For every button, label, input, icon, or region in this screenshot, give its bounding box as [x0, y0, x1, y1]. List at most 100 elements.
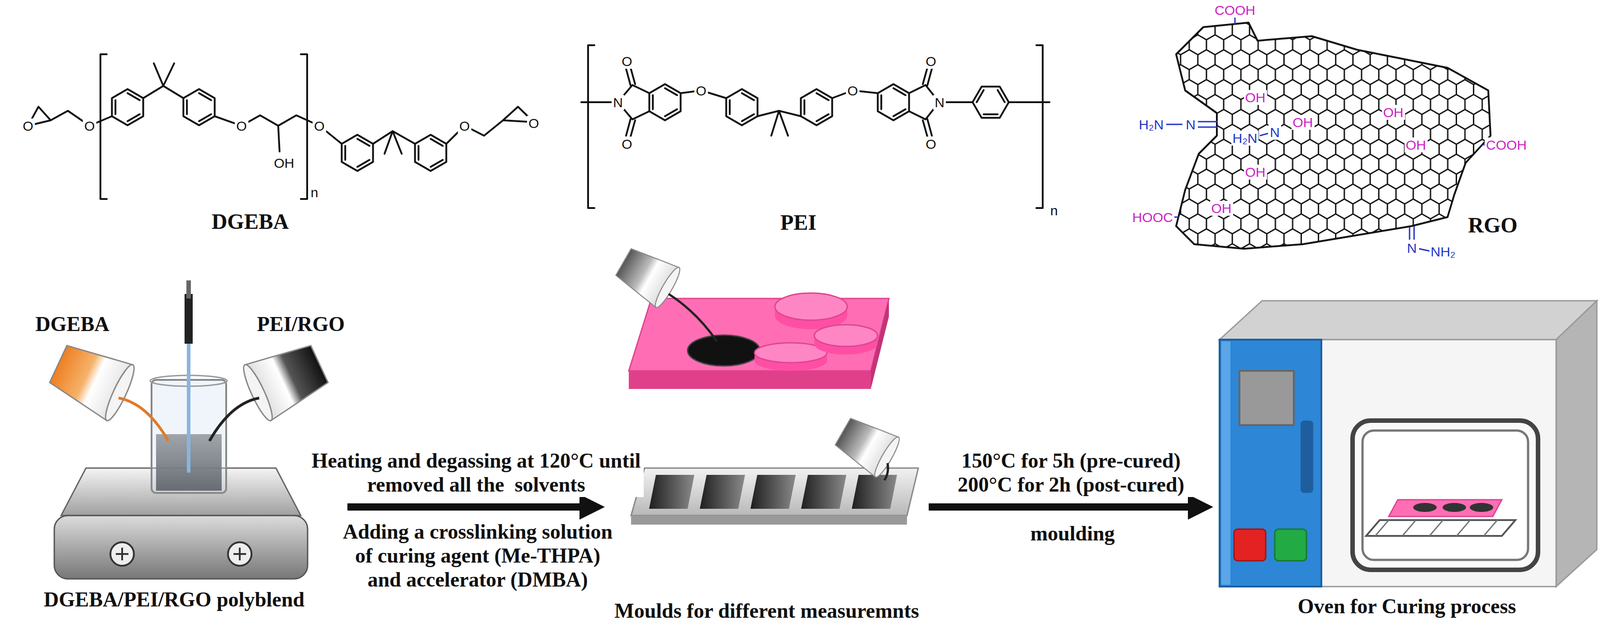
pei-structure: [581, 45, 1050, 209]
hot-plate: [54, 515, 308, 580]
atom-label: N: [1405, 240, 1419, 256]
stirrer: [186, 280, 191, 299]
dgeba-structure: [143, 63, 184, 99]
curing-oven: [1442, 503, 1467, 513]
structure-name: PEI: [780, 210, 817, 235]
curing-oven: [1556, 300, 1597, 587]
arrow-label: Heating and degassing at 120°C until rem…: [308, 449, 644, 498]
pei-structure: [726, 89, 758, 126]
rgo-sheet: [1176, 22, 1491, 249]
pei-structure: [588, 45, 595, 209]
dgeba-cup: [45, 336, 139, 424]
atom-label: H₂N: [1231, 130, 1259, 146]
arrow-head: [579, 494, 605, 520]
dgeba-cup: [100, 362, 139, 424]
atom-label: O: [82, 118, 96, 134]
stirrer: [184, 280, 193, 473]
atom-label: COOH: [1213, 2, 1257, 18]
dgeba-structure: [446, 120, 504, 144]
pei-structure: [922, 67, 932, 137]
atom-label: OH: [1381, 104, 1406, 120]
process-note: Adding a crosslinking solution of curing…: [341, 520, 614, 593]
curing-oven: [1239, 370, 1294, 426]
curing-oven: [1219, 339, 1322, 587]
dgeba-structure: [373, 131, 416, 154]
atom-label: n: [309, 185, 320, 200]
atom-label: H₂N: [1137, 117, 1166, 133]
stage-caption: DGEBA/PEI/RGO polyblend: [43, 588, 305, 613]
bar-mould: [801, 474, 847, 509]
atom-label: OH: [1291, 114, 1315, 130]
atom-label: O: [620, 136, 634, 152]
part-label: DGEBA: [35, 312, 110, 337]
atom-label: O: [694, 83, 708, 99]
pei-structure: [972, 86, 1009, 118]
dgeba-structure: [414, 134, 447, 171]
atom-label: O: [457, 118, 471, 134]
process-stage: Moulds for different measuremnts: [608, 280, 926, 634]
arrow-label: 150°C for 5h (pre-cured) 200°C for 2h (p…: [935, 449, 1207, 498]
atom-label: O: [845, 83, 860, 99]
pei-structure: [877, 84, 909, 121]
pei-structure: [1036, 45, 1043, 209]
atom-label: N: [933, 94, 946, 110]
pour-stream: [209, 398, 260, 442]
atom-label: OH: [1404, 137, 1428, 153]
dgeba-structure: [300, 54, 308, 200]
dgeba-structure: [183, 89, 215, 126]
atom-label: O: [21, 118, 35, 134]
curing-oven: [1388, 499, 1502, 517]
pei-structure: [649, 84, 681, 121]
dgeba-structure: [28, 54, 534, 200]
pei-structure: [757, 110, 802, 136]
atom-label: O: [924, 53, 938, 69]
rgo-sheet: [1166, 17, 1491, 252]
curing-oven: [1219, 300, 1597, 340]
disc-mould: [687, 335, 760, 366]
stage-caption: Moulds for different measuremnts: [614, 599, 919, 624]
atom-label: O: [620, 53, 634, 69]
mould-cup: [651, 265, 684, 310]
disc-mould: [628, 370, 871, 390]
mould-cup: [612, 242, 679, 308]
dgeba-structure: [100, 54, 107, 200]
atom-label: n: [1049, 203, 1060, 219]
curing-oven: [1469, 503, 1494, 513]
part-label: moulding: [1030, 522, 1116, 546]
atom-label: HOOC: [1130, 209, 1175, 225]
atom-label: OH: [1210, 200, 1234, 216]
curing-oven: [1221, 341, 1231, 585]
part-label: PEI/RGO: [256, 312, 345, 337]
hot-plate: [115, 547, 247, 561]
disc-mould: [814, 324, 878, 347]
pei-rgo-cup: [239, 362, 277, 424]
curing-oven: [1219, 300, 1597, 587]
pour-stream: [884, 463, 888, 481]
pour-stream: [118, 398, 169, 442]
atom-label: O: [924, 136, 938, 152]
structure-name: DGEBA: [211, 209, 290, 234]
atom-label: NH₂: [1429, 244, 1458, 260]
bar-mould: [851, 474, 898, 509]
pei-rgo-cup: [239, 336, 333, 424]
pei-structure: [800, 89, 832, 126]
atom-label: O: [527, 115, 541, 131]
atom-label: N: [1268, 124, 1282, 140]
atom-label: OH: [1243, 90, 1268, 105]
dgeba-structure: [111, 89, 143, 126]
arrow-shaft: [928, 503, 1190, 511]
atom-label: OH: [1243, 164, 1268, 180]
atom-label: OH: [272, 155, 296, 171]
curing-oven: [1274, 529, 1307, 561]
pei-structure: [581, 101, 613, 104]
disc-mould: [628, 293, 889, 390]
stage-caption: Oven for Curing process: [1297, 594, 1517, 619]
mould-cup: [612, 242, 684, 310]
stirrer: [184, 294, 193, 344]
curing-oven: [1366, 520, 1516, 537]
curing-oven: [1234, 529, 1266, 561]
rgo-sheet: [1166, 17, 1489, 252]
dgeba-structure: [50, 110, 112, 126]
